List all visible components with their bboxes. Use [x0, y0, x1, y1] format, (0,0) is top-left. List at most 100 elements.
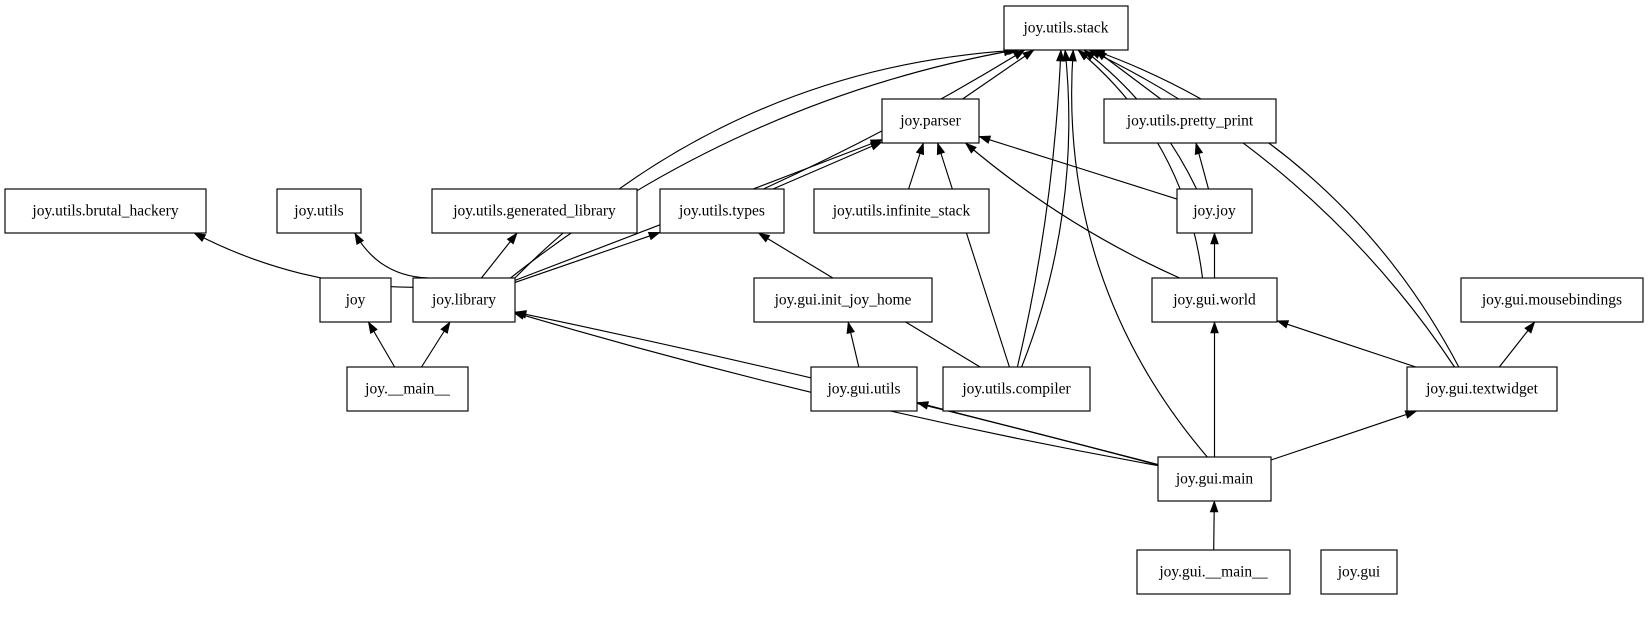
- graph-node[interactable]: joy.joy: [1176, 188, 1253, 234]
- dependency-edge: [1270, 410, 1417, 461]
- graph-node[interactable]: joy.gui.__main__: [1136, 549, 1291, 595]
- edge-arrowhead-icon: [915, 142, 925, 156]
- dependency-edge: [354, 232, 429, 279]
- node-label: joy.gui.world: [1172, 292, 1256, 309]
- edge-arrowhead-icon: [1012, 49, 1026, 60]
- edge-arrowhead-icon: [367, 321, 378, 334]
- node-label: joy.utils.stack: [1022, 20, 1108, 37]
- node-box[interactable]: [1406, 366, 1558, 412]
- dependency-edge: [1021, 49, 1070, 368]
- graph-node[interactable]: joy.utils.pretty_print: [1103, 98, 1277, 144]
- dependency-edge: [962, 49, 1035, 100]
- graph-node[interactable]: joy.gui.world: [1151, 277, 1278, 323]
- edge-arrowhead-icon: [978, 135, 992, 144]
- dependency-edge: [1071, 49, 1208, 458]
- edge-arrowhead-icon: [757, 232, 771, 243]
- graph-node[interactable]: joy.gui.utils: [810, 366, 918, 412]
- edge-arrowhead-icon: [1210, 321, 1219, 334]
- node-label: joy: [345, 292, 366, 309]
- node-label: joy.gui.mousebindings: [1481, 292, 1622, 309]
- node-box[interactable]: [753, 277, 933, 323]
- node-label: joy.utils.pretty_print: [1126, 113, 1254, 130]
- node-label: joy.gui.textwidget: [1425, 381, 1538, 398]
- dependency-edge: [1093, 49, 1460, 368]
- edge-arrowhead-icon: [1194, 142, 1204, 155]
- graph-node[interactable]: joy.utils.compiler: [942, 366, 1091, 412]
- node-label: joy.utils.generated_library: [452, 203, 616, 220]
- node-label: joy.utils.infinite_stack: [832, 203, 971, 220]
- node-box[interactable]: [1003, 5, 1129, 51]
- node-label: joy.gui.__main__: [1158, 564, 1268, 581]
- edge-arrowhead-icon: [1276, 320, 1290, 329]
- edge-arrowhead-icon: [916, 401, 929, 410]
- node-box[interactable]: [412, 277, 516, 323]
- graph-node[interactable]: joy.gui.main: [1157, 456, 1272, 502]
- node-box[interactable]: [1157, 456, 1272, 502]
- node-box[interactable]: [431, 188, 638, 234]
- nodes-layer: joy.utils.stack joy.parser joy.utils.prett…: [4, 5, 1644, 595]
- graph-node[interactable]: joy.utils.brutal_hackery: [4, 188, 207, 234]
- edge-arrowhead-icon: [1056, 49, 1065, 62]
- node-box[interactable]: [1136, 549, 1291, 595]
- node-box[interactable]: [1320, 549, 1398, 595]
- dependency-edge: [1077, 49, 1204, 279]
- graph-node[interactable]: joy.gui.textwidget: [1406, 366, 1558, 412]
- edge-arrowhead-icon: [1210, 232, 1219, 245]
- node-label: joy.utils.types: [678, 203, 765, 220]
- dependency-edge: [978, 135, 1178, 200]
- graph-node[interactable]: joy.gui.init_joy_home: [753, 277, 933, 323]
- edge-arrowhead-icon: [936, 142, 946, 156]
- edge-arrowhead-icon: [964, 142, 977, 154]
- node-box[interactable]: [319, 277, 392, 323]
- dependency-edge: [916, 402, 1159, 466]
- node-box[interactable]: [813, 188, 990, 234]
- node-box[interactable]: [881, 98, 980, 144]
- edge-arrowhead-icon: [1404, 410, 1418, 419]
- edge-arrowhead-icon: [193, 232, 207, 243]
- node-box[interactable]: [942, 366, 1091, 412]
- edge-arrowhead-icon: [846, 321, 855, 334]
- node-box[interactable]: [276, 188, 362, 234]
- graph-node[interactable]: joy.utils.stack: [1003, 5, 1129, 51]
- graph-node[interactable]: joy.utils.generated_library: [431, 188, 638, 234]
- graph-node[interactable]: joy.utils: [276, 188, 362, 234]
- node-label: joy.gui.main: [1175, 471, 1254, 488]
- node-box[interactable]: [659, 188, 785, 234]
- dependency-edge: [1276, 320, 1417, 368]
- graph-node[interactable]: joy.gui.mousebindings: [1460, 277, 1644, 323]
- node-box[interactable]: [346, 366, 469, 412]
- edge-arrowhead-icon: [354, 232, 365, 245]
- node-label: joy.gui.utils: [826, 381, 900, 398]
- node-label: joy.parser: [899, 113, 961, 130]
- node-box[interactable]: [1460, 277, 1644, 323]
- graph-node[interactable]: joy.__main__: [346, 366, 469, 412]
- dependency-edge: [510, 49, 1016, 279]
- edge-arrowhead-icon: [506, 232, 518, 245]
- edge-arrowhead-icon: [869, 139, 883, 148]
- node-label: joy.utils: [293, 203, 343, 220]
- node-box[interactable]: [4, 188, 207, 234]
- node-label: joy.gui.init_joy_home: [774, 292, 912, 309]
- graph-node[interactable]: joy.library: [412, 277, 516, 323]
- graph-node[interactable]: joy.utils.types: [659, 188, 785, 234]
- node-label: joy.utils.brutal_hackery: [31, 203, 178, 220]
- node-label: joy.utils.compiler: [961, 381, 1071, 398]
- node-label: joy.__main__: [364, 381, 450, 398]
- node-box[interactable]: [810, 366, 918, 412]
- graph-node[interactable]: joy.utils.infinite_stack: [813, 188, 990, 234]
- node-label: joy.gui: [1337, 564, 1381, 581]
- node-box[interactable]: [1176, 188, 1253, 234]
- node-box[interactable]: [1151, 277, 1278, 323]
- edge-arrowhead-icon: [1524, 321, 1536, 334]
- edge-arrowhead-icon: [1209, 500, 1219, 513]
- node-box[interactable]: [1103, 98, 1277, 144]
- edge-arrowhead-icon: [440, 321, 451, 334]
- graph-node[interactable]: joy.parser: [881, 98, 980, 144]
- dependency-edge: [772, 141, 883, 190]
- edge-arrowhead-icon: [647, 231, 661, 241]
- graph-node[interactable]: joy: [319, 277, 392, 323]
- graph-node[interactable]: joy.gui: [1320, 549, 1398, 595]
- edge-arrowhead-icon: [1062, 49, 1071, 62]
- edge-arrowhead-icon: [1022, 49, 1035, 60]
